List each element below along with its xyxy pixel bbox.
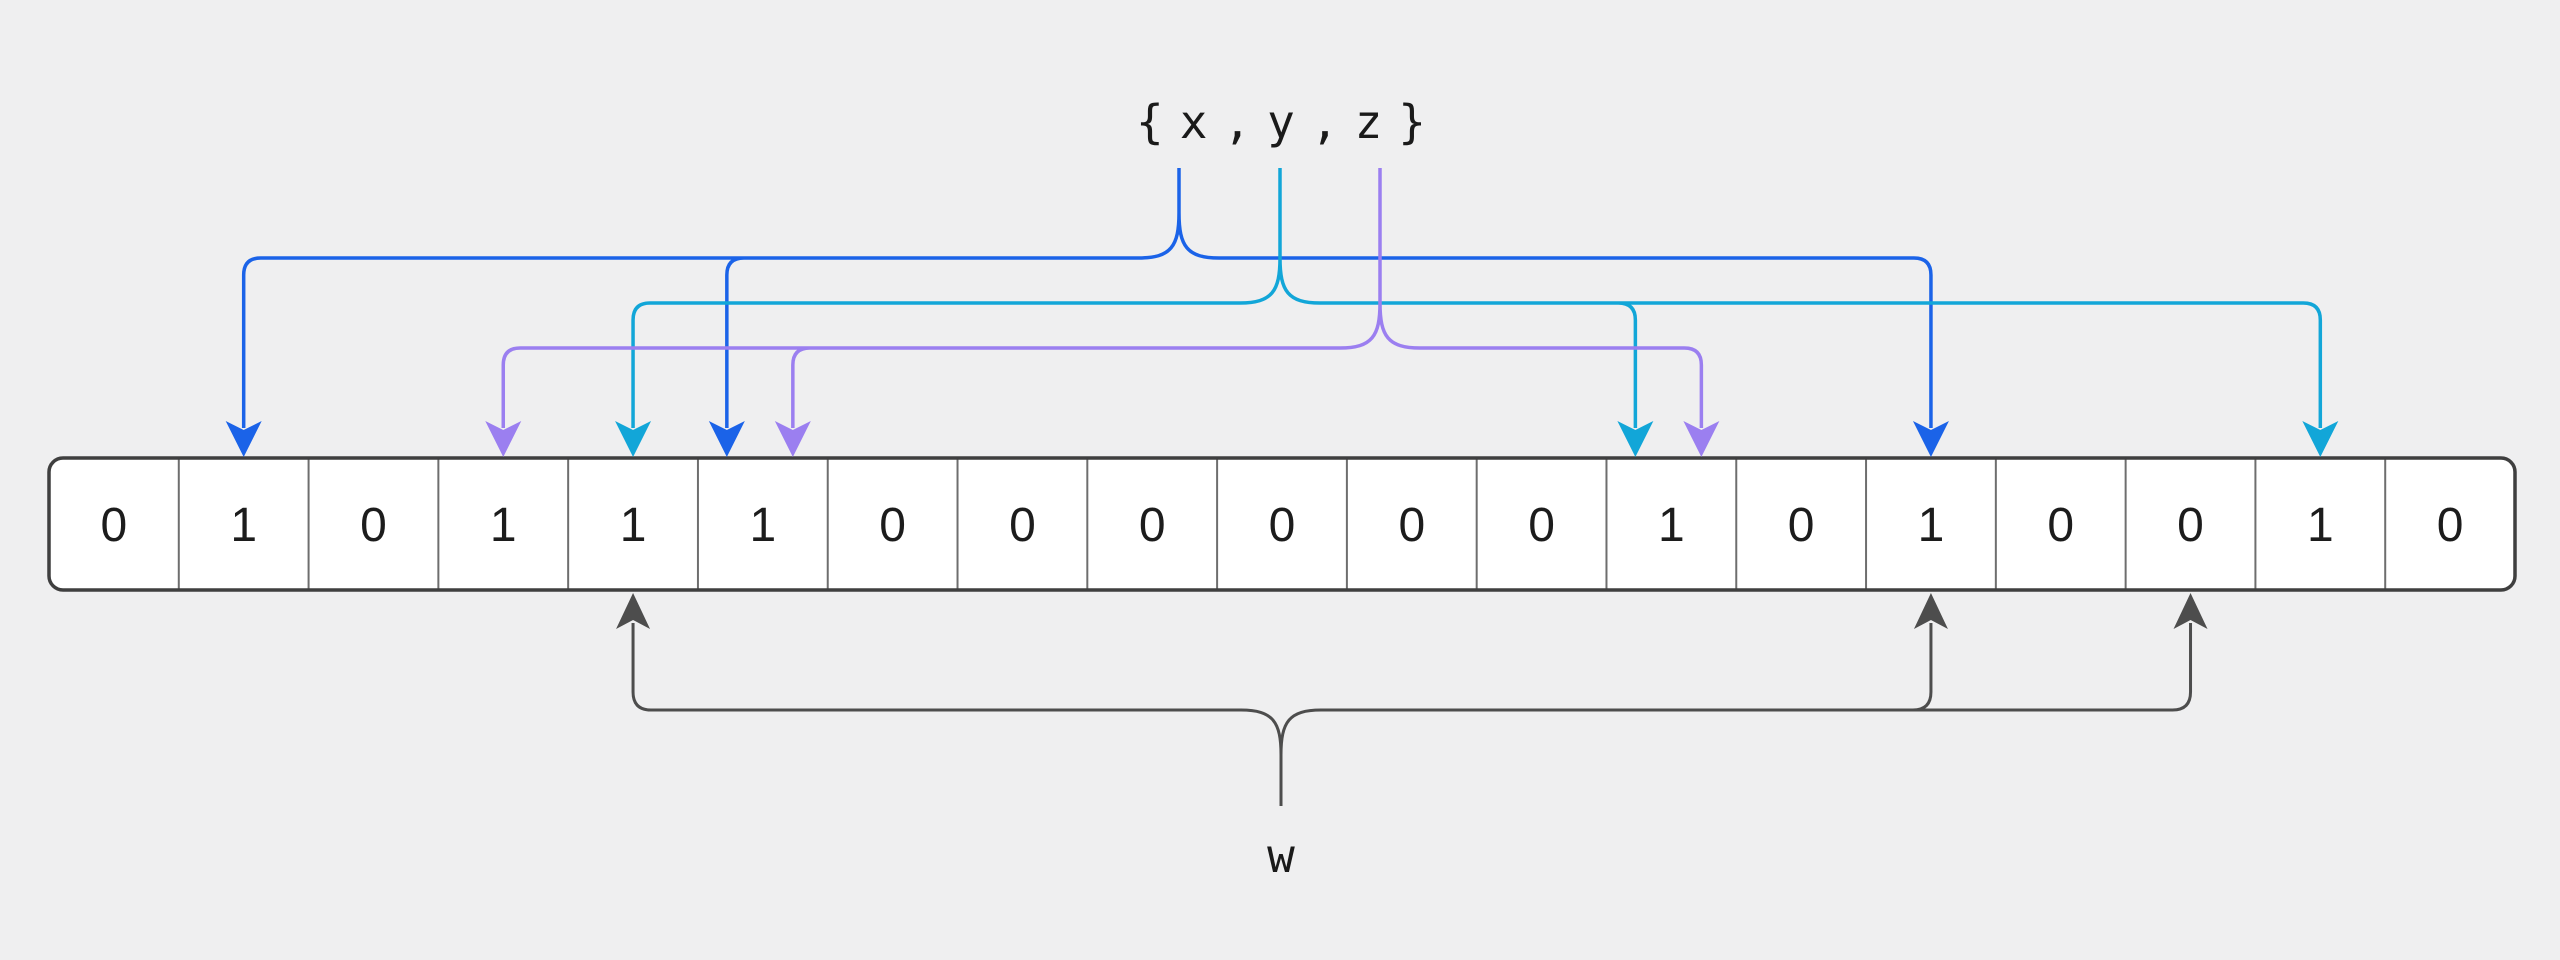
bit-value-8: 0 [1139,499,1166,552]
arrowhead-y-12 [1617,421,1654,457]
bit-value-3: 1 [490,499,517,552]
bit-value-17: 1 [2307,499,2334,552]
bit-value-14: 1 [1918,499,1945,552]
arrowhead-y-4 [615,421,652,457]
bit-value-15: 0 [2047,499,2074,552]
arrowhead-x-5 [708,421,745,457]
bit-array: 0 1 0 1 1 1 0 0 0 0 0 0 1 0 1 0 0 1 0 [47,456,2517,592]
bit-array-body [49,458,2515,590]
bit-value-1: 1 [230,499,257,552]
arrowhead-z-12 [1683,421,1720,457]
bit-value-7: 0 [1009,499,1036,552]
bit-value-11: 0 [1528,499,1555,552]
bit-value-13: 0 [1788,499,1815,552]
arrowhead-z-5 [774,421,811,457]
arrowhead-x-14 [1912,421,1949,457]
bit-value-6: 0 [879,499,906,552]
bit-array-border [47,456,2517,592]
arrowhead-w-16 [2173,593,2208,629]
bit-value-9: 0 [1269,499,1296,552]
hash-path-z [501,168,1704,428]
arrowhead-y-17 [2302,421,2339,457]
query-arrows-w [616,593,2208,806]
arrowhead-w-14 [1913,593,1948,629]
query-path-w [631,623,2193,806]
arrowhead-x-1 [225,421,262,457]
query-label: w [1267,829,1295,883]
hash-arrows-z [485,168,1720,457]
hash-path-y [631,168,2323,428]
bit-value-12: 1 [1658,499,1685,552]
hash-arrows-y [615,168,2339,457]
set-label: { x , y , z } [1136,95,1426,149]
bit-value-18: 0 [2437,499,2464,552]
hash-arrows [225,168,2339,806]
bit-value-16: 0 [2177,499,2204,552]
hash-path-x [241,168,1933,428]
bit-value-4: 1 [620,499,647,552]
bit-value-5: 1 [749,499,776,552]
arrowhead-z-3 [485,421,522,457]
bit-value-10: 0 [1398,499,1425,552]
arrowhead-w-4 [616,593,651,629]
bit-value-0: 0 [101,499,128,552]
bit-value-2: 0 [360,499,387,552]
hash-arrows-x [225,168,1949,457]
